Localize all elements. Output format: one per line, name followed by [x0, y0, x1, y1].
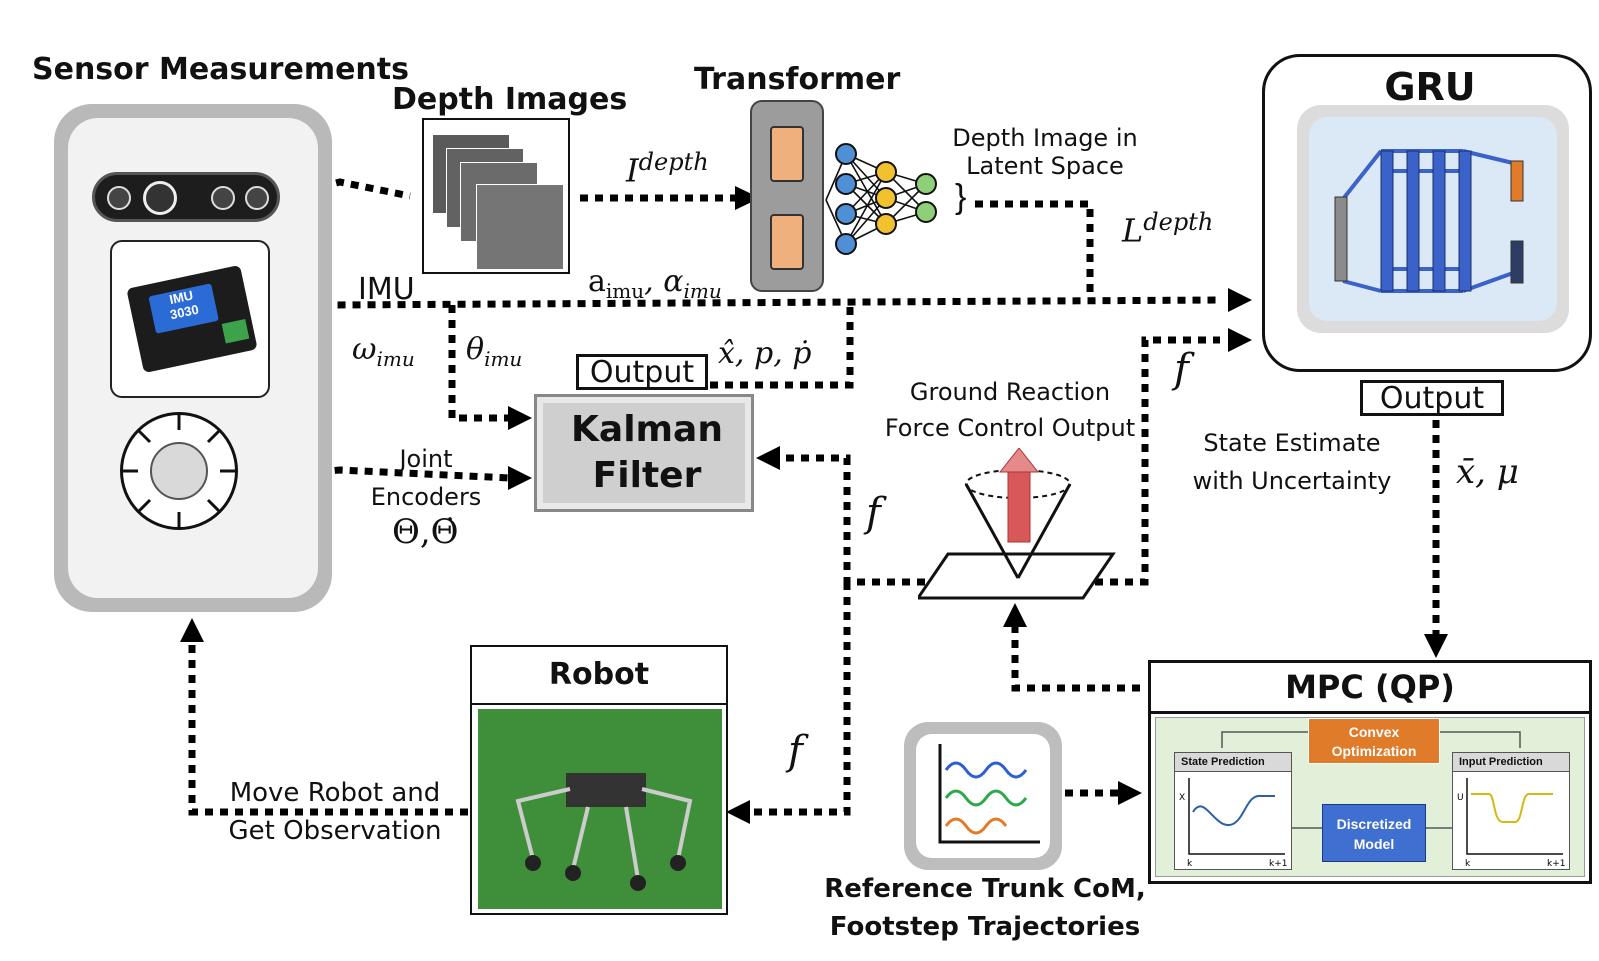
imu-chip-icon: IMU 3030	[126, 264, 258, 374]
imu-label: IMU	[358, 272, 415, 307]
neural-network-icon	[825, 143, 937, 255]
arrow-to-gru-f	[1228, 328, 1252, 352]
svg-text:U: U	[1457, 793, 1464, 803]
arrow-to-mpc	[1424, 634, 1448, 658]
discretized-model-box: Discretized Model	[1322, 804, 1426, 862]
joint-encoders-symbol: Θ,Θ̇	[392, 512, 459, 552]
robot-photo	[478, 709, 722, 909]
kalman-filter-block: Kalman Filter	[534, 394, 754, 512]
arrow-to-transformer	[735, 186, 760, 210]
reference-trajectory-icon	[904, 722, 1062, 870]
joint-encoders-label: Joint Encoders	[370, 445, 482, 511]
imu-device-card: IMU 3030	[110, 240, 270, 398]
theta-label: θimu	[466, 332, 523, 371]
gru-output-label: Output	[1360, 380, 1504, 416]
arrow-to-kalman-joint	[508, 466, 532, 490]
kalman-title-line2: Filter	[592, 455, 702, 496]
reference-label: Reference Trunk CoM, Footstep Trajectori…	[824, 874, 1146, 942]
robot-panel: Robot	[470, 645, 728, 915]
depth-images-stack	[422, 118, 570, 274]
arrow-to-grf	[1003, 603, 1027, 627]
svg-text:k+1: k+1	[1269, 859, 1287, 868]
omega-label: ωimu	[352, 332, 415, 371]
kalman-title-line1: Kalman	[571, 409, 723, 450]
arrow-to-sensor	[180, 618, 204, 642]
kalman-output-math: x̂, p, ṗ	[718, 336, 812, 371]
depth-images-title: Depth Images	[392, 82, 628, 117]
latent-space-label: Depth Image in Latent Space	[952, 124, 1138, 180]
state-estimate-label: State Estimate with Uncertainty	[1192, 429, 1392, 495]
gru-title: GRU	[1384, 65, 1476, 109]
latent-brace: }	[955, 178, 967, 216]
gru-block: GRU	[1262, 54, 1592, 372]
convex-optimization-box: Convex Optimization	[1308, 718, 1440, 764]
svg-text:X: X	[1179, 793, 1185, 803]
transformer-title: Transformer	[694, 62, 901, 97]
input-prediction-panel: Input Prediction U k k+1	[1452, 752, 1570, 870]
mpc-block: MPC (QP) Convex Optimization State Predi…	[1148, 660, 1592, 884]
transformer-block	[750, 100, 824, 292]
grf-cone-icon	[918, 448, 1116, 600]
arrow-to-kalman-f	[756, 446, 780, 470]
gru-output-math: x̄, μ	[1456, 452, 1519, 492]
arrow-ref-to-mpc	[1118, 781, 1142, 805]
depth-camera-icon	[92, 172, 280, 222]
arrow-to-gru-imu	[1228, 288, 1252, 312]
f-label-kalman: f	[866, 490, 881, 536]
arrow-to-robot	[726, 800, 750, 824]
svg-text:k+1: k+1	[1547, 859, 1565, 868]
imu-to-gru-line	[277, 296, 1221, 316]
l-depth-label: Ldepth	[1122, 208, 1214, 250]
mpc-title: MPC (QP)	[1151, 663, 1589, 714]
i-depth-label: Idepth	[626, 148, 709, 190]
grf-label: Ground Reaction Force Control Output	[884, 378, 1136, 442]
svg-text:k: k	[1187, 859, 1193, 868]
move-robot-label: Move Robot and Get Observation	[228, 778, 442, 846]
gru-network-icon	[1334, 149, 1524, 293]
state-prediction-panel: State Prediction X k k+1	[1174, 752, 1292, 870]
joint-encoder-icon	[120, 412, 238, 530]
robot-title: Robot	[472, 647, 726, 705]
kalman-output-label: Output	[576, 354, 708, 390]
svg-text:k: k	[1465, 859, 1471, 868]
sensor-title: Sensor Measurements	[32, 52, 409, 87]
f-label-robot: f	[788, 728, 803, 774]
accel-label: aimu, αimu	[588, 264, 722, 303]
arrow-to-kalman-imu	[508, 406, 532, 430]
f-label-gru: f	[1174, 346, 1189, 392]
